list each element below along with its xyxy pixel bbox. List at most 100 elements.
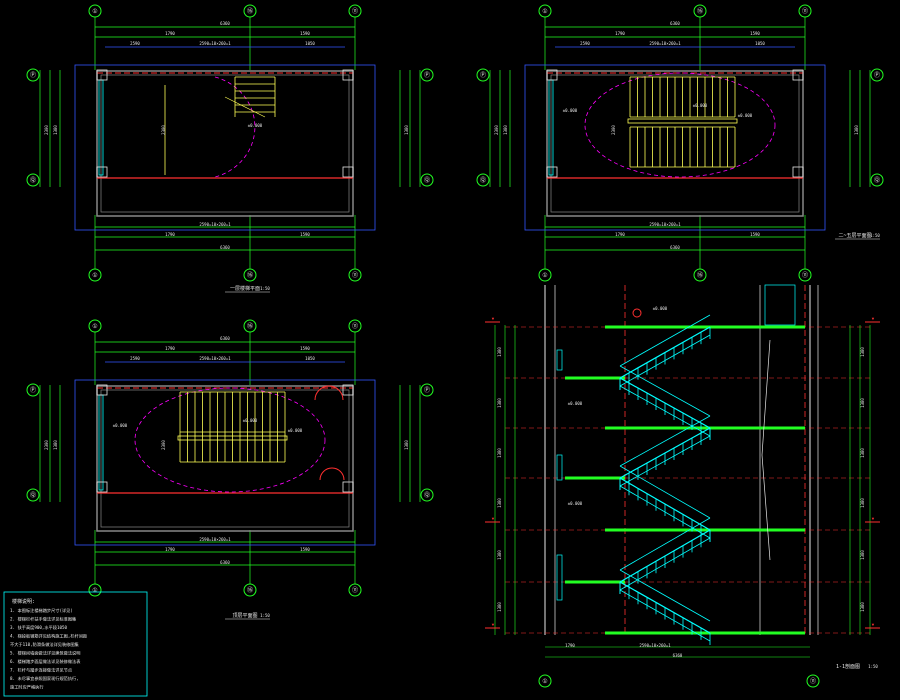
axis-bubble-bottom-label: ⑪: [810, 677, 816, 685]
dim-text: 2590=10×260=1: [199, 356, 231, 361]
dim-text-v: 1380: [854, 125, 859, 135]
plan-scale: 1:50: [870, 233, 880, 238]
axis-bubble-left-label: Ⓠ: [30, 491, 36, 499]
plan-title: 二~五层平面图: [838, 233, 871, 239]
design-notes: 楼梯说明:1. 本图标注楼梯踏步尺寸(详见)2. 楼梯栏杆扶手做法详见标准图集3…: [3, 591, 148, 697]
dim-text: 1590: [300, 31, 310, 36]
axis-bubble-left: [476, 173, 490, 187]
dim-text-v: 2300: [44, 125, 49, 135]
shaft-box: [764, 284, 796, 326]
floor-outline: [74, 379, 376, 546]
axis-bubble-top-label: ⑯: [247, 322, 253, 330]
column: [342, 69, 354, 81]
axis-bubble-top-label: ①: [542, 8, 547, 15]
axis-bubble-top-label: ⑪: [802, 7, 808, 15]
dim-text-v: 2300: [611, 125, 616, 135]
column: [342, 481, 354, 493]
axis-bubble-bottom-label: ①: [542, 678, 547, 685]
axis-bubble-right-label: Ⓟ: [874, 71, 880, 79]
column: [96, 69, 108, 81]
dim-text: 2590: [130, 356, 140, 361]
column: [96, 384, 108, 396]
plan-title: 顶层平面图: [232, 613, 257, 619]
handrail: [177, 435, 288, 441]
axis-bubble-left: [26, 383, 40, 397]
dim-text: 1790: [615, 31, 625, 36]
column: [96, 166, 108, 178]
section-marker: [632, 308, 642, 318]
notes-line: 8. 未尽事宜参照国家现行规范执行,: [10, 675, 79, 682]
dim-text: 1590: [300, 232, 310, 237]
elev-label: ±0.000: [653, 306, 668, 311]
handrail: [619, 517, 711, 571]
dim-text: 1790: [165, 346, 175, 351]
dim-text: 6360: [220, 21, 230, 26]
dim-text-v: 1380: [860, 448, 865, 458]
elev-label: ±0.000: [693, 103, 708, 108]
handrail: [619, 569, 711, 622]
dim-text-v: 1380: [497, 347, 502, 357]
notes-heading: 楼梯说明:: [12, 598, 35, 605]
axis-bubble-right-label: Ⓠ: [874, 176, 880, 184]
door-swing: [328, 385, 344, 401]
dim-text: 2590: [580, 41, 590, 46]
wall-outline: [96, 70, 354, 217]
handrail: [619, 465, 711, 519]
dim-text-v: 1380: [497, 448, 502, 458]
floor-outline: [74, 64, 376, 231]
axis-bubble-bottom-label: ⑯: [247, 586, 253, 594]
axis-bubble-left: [476, 68, 490, 82]
section-title: 1-1剖面图: [836, 663, 860, 670]
door-swing: [314, 385, 330, 401]
column: [792, 69, 804, 81]
axis-bubble-top-label: ①: [92, 8, 97, 15]
axis-bubble-left: [26, 173, 40, 187]
dim-text-v: 1380: [503, 125, 508, 135]
dim-text-v: 1380: [860, 498, 865, 508]
axis-bubble-left: [26, 68, 40, 82]
elev-label: ±0.000: [288, 428, 303, 433]
axis-bubble-top-label: ⑯: [247, 7, 253, 15]
dim-text-v: 1380: [53, 440, 58, 450]
break-line: [224, 96, 266, 118]
level-flag-mark: ▼: [872, 516, 875, 521]
plan-scale: 1:50: [260, 613, 270, 618]
dim-text: 1050: [755, 41, 765, 46]
axis-bubble-right: [420, 488, 434, 502]
dim-text: 6360: [220, 245, 230, 250]
column: [792, 166, 804, 178]
dim-text: 2590=10×260=1: [199, 41, 231, 46]
dim-text: 1790: [615, 232, 625, 237]
column: [342, 384, 354, 396]
dim-text-v: 1380: [497, 550, 502, 560]
handrail: [619, 365, 711, 417]
axis-bubble-left: [26, 488, 40, 502]
notes-box: [3, 591, 148, 697]
window: [556, 554, 563, 601]
notes-line: 2. 楼梯栏杆扶手做法详见标准图集: [10, 616, 77, 623]
level-flag-mark: ▼: [492, 316, 495, 321]
window: [556, 454, 563, 481]
axis-bubble-left-label: Ⓟ: [30, 386, 36, 394]
dim-text: 6360: [220, 560, 230, 565]
dim-text: 1590: [300, 547, 310, 552]
wall-inner: [550, 74, 800, 213]
wall-inner: [100, 389, 350, 528]
axis-bubble-bottom-label: ⑯: [247, 271, 253, 279]
axis-bubble-bottom-label: ⑪: [352, 271, 358, 279]
axis-bubble-right: [870, 173, 884, 187]
level-flag-mark: ▼: [492, 622, 495, 627]
axis-bubble-bottom-label: ⑪: [352, 586, 358, 594]
dim-text-v: 1380: [497, 602, 502, 612]
dim-text-v: 1380: [497, 398, 502, 408]
notes-line: 7. 栏杆与踏步连接做法详见节点: [10, 667, 72, 674]
notes-line: 不大于110,防滑条做法详见装修图集: [10, 641, 80, 648]
dim-text: 6360: [673, 653, 683, 658]
dim-text: 1790: [165, 232, 175, 237]
dim-text: 2590=10×260=1: [199, 537, 231, 542]
dim-text-v: 1380: [860, 550, 865, 560]
axis-bubble-right-label: Ⓠ: [424, 176, 430, 184]
dim-text-v: 1380: [404, 440, 409, 450]
